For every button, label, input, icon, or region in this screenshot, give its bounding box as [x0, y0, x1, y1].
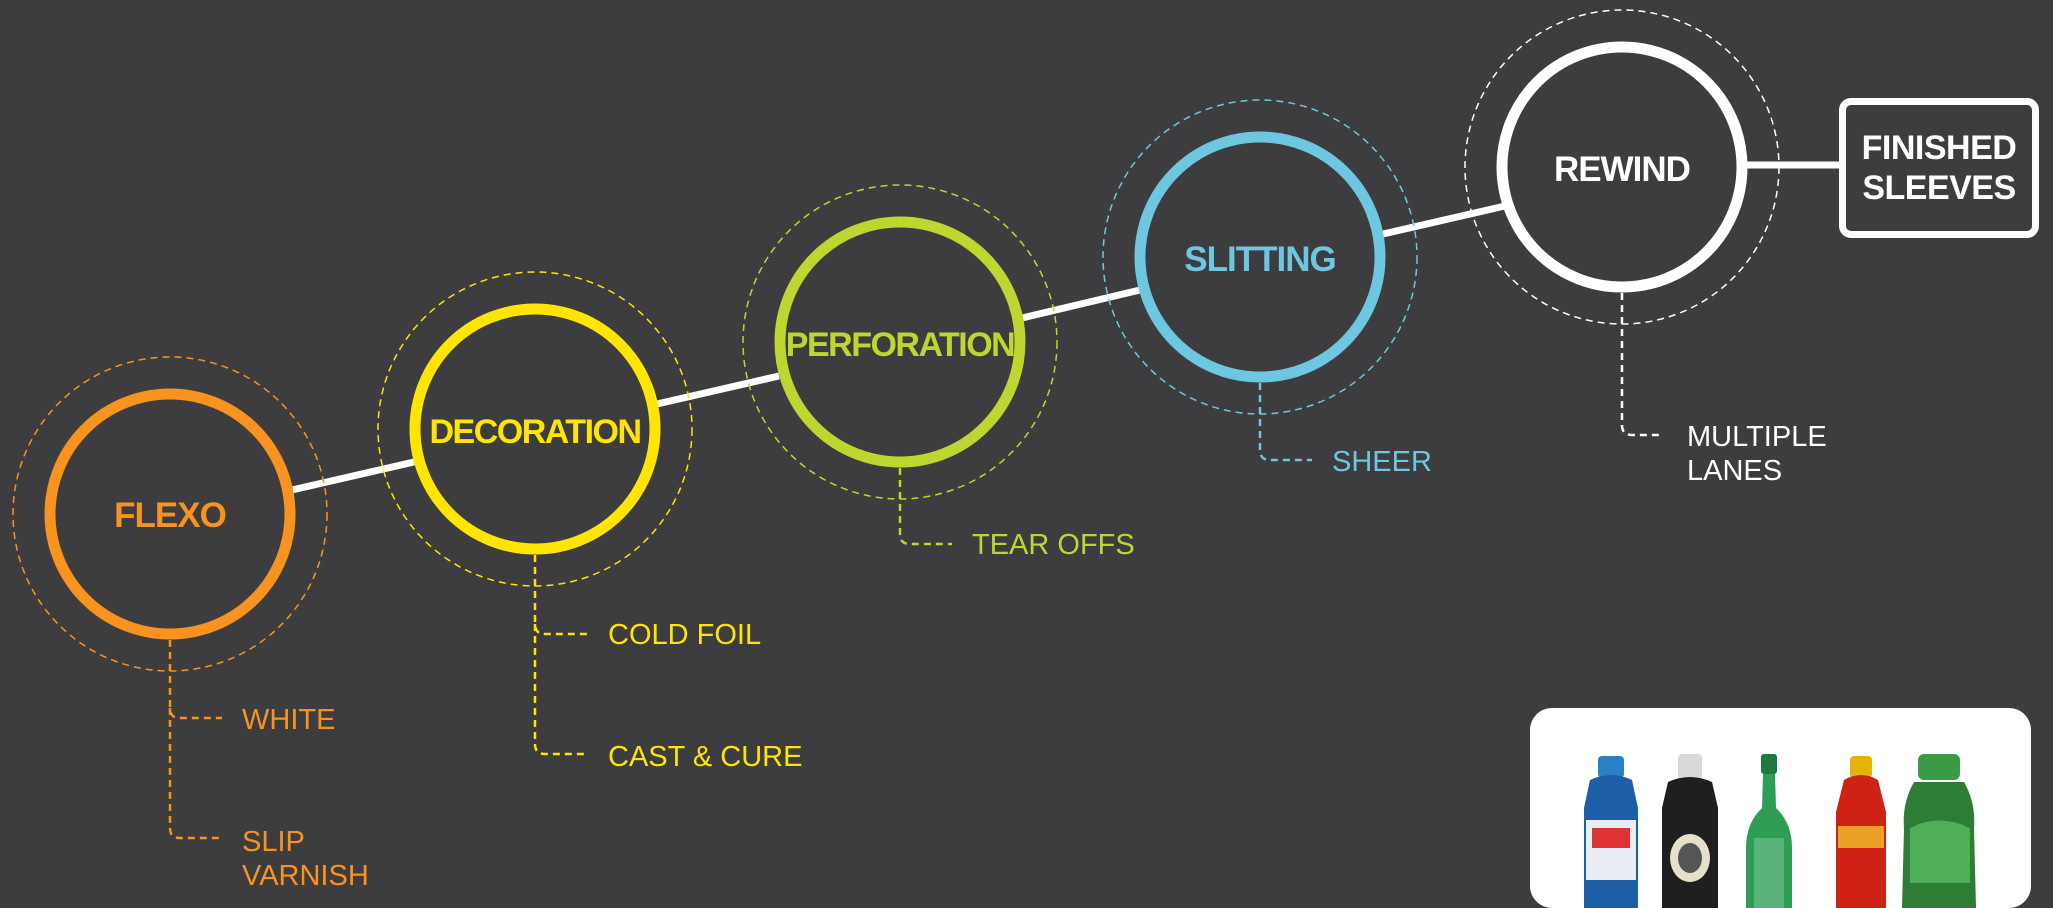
option-tear-offs: TEAR OFFS [972, 529, 1135, 561]
option-sheer: SHEER [1332, 446, 1432, 478]
option-slip-varnish-line2: VARNISH [242, 860, 369, 890]
stage-perforation-leader [898, 468, 952, 546]
blue-bottle-icon [1584, 756, 1638, 908]
stage-rewind-ring [1496, 41, 1748, 293]
black-bottle-icon [1662, 754, 1718, 908]
stage-decoration-ring [409, 303, 661, 555]
stage-slitting-ring [1134, 131, 1386, 383]
option-multiple-lanes: MULTIPLE LANES [1687, 421, 1835, 487]
finished-sleeves-box: FINISHED SLEEVES [1839, 98, 2039, 238]
stage-rewind: REWIND MULTIPLE LANES [1464, 9, 1835, 487]
option-multiple-lanes-line1: MULTIPLE [1687, 421, 1827, 453]
option-white: WHITE [242, 704, 335, 736]
option-slip-varnish-line1: SLIP [242, 826, 304, 858]
finished-sleeves-label: FINISHED SLEEVES [1862, 128, 2017, 208]
connector-slitting-rewind [1382, 202, 1506, 238]
option-slip-varnish: SLIP VARNISH [242, 826, 369, 890]
stage-slitting: SLITTING SHEER [1102, 99, 1432, 478]
stage-slitting-label: SLITTING [1184, 240, 1335, 279]
stage-perforation-label: PERFORATION [786, 326, 1014, 364]
finished-line2: SLEEVES [1862, 169, 2016, 207]
green-bottle-icon [1902, 754, 1976, 908]
stage-slitting-leader [1258, 383, 1312, 462]
green-glass-bottle-icon [1746, 754, 1792, 908]
stage-rewind-leader [1620, 293, 1662, 437]
finished-line1: FINISHED [1861, 129, 2017, 167]
stage-rewind-label: REWIND [1554, 150, 1690, 189]
stage-flexo-leader [168, 640, 222, 840]
stage-flexo-label: FLEXO [114, 496, 226, 535]
option-cast-cure: CAST & CURE [608, 741, 802, 773]
stage-decoration-leader [533, 555, 588, 756]
connector-perforation-slitting [1021, 286, 1141, 322]
red-bottle-icon [1836, 756, 1886, 908]
stage-perforation: PERFORATION TEAR OFFS [742, 184, 1135, 561]
bottles-illustration [1584, 754, 1976, 908]
stage-decoration: DECORATION COLD FOIL CAST & CURE [377, 271, 802, 773]
option-cold-foil: COLD FOIL [608, 619, 761, 651]
option-multiple-lanes-line2: LANES [1687, 455, 1782, 487]
connector-decoration-perforation [656, 372, 780, 408]
connector-flexo-decoration [291, 458, 415, 494]
bottles-photo [1530, 708, 2031, 908]
stage-flexo-ring [44, 388, 296, 640]
stage-flexo: FLEXO WHITE SLIP VARNISH [12, 356, 369, 890]
stage-perforation-ring [774, 216, 1026, 468]
stage-decoration-label: DECORATION [429, 413, 640, 451]
